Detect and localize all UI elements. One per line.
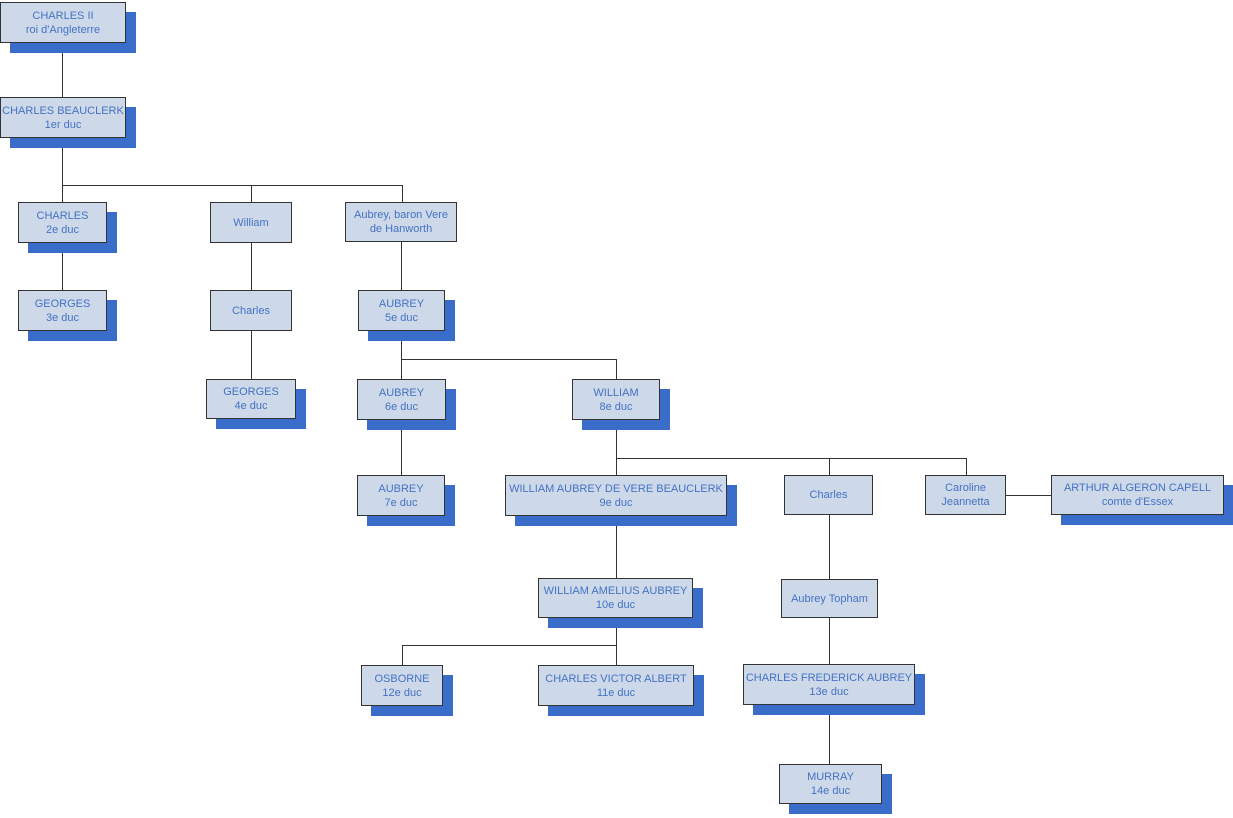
- connector-line: [616, 359, 617, 379]
- person-name: GEORGES: [34, 297, 91, 310]
- connector-line: [402, 185, 403, 202]
- person-node-charles-fils-william: Charles: [210, 290, 292, 331]
- person-name: CHARLES VICTOR ALBERT: [545, 672, 687, 685]
- person-name: AUBREY: [378, 386, 425, 399]
- person-name: CHARLES BEAUCLERK: [2, 104, 124, 117]
- connector-line: [401, 331, 402, 379]
- connector-line: [62, 43, 63, 97]
- person-title: 8e duc: [599, 400, 633, 413]
- person-title: comte d'Essex: [1101, 496, 1174, 508]
- person-name: OSBORNE: [374, 672, 430, 685]
- connector-line: [401, 359, 616, 360]
- person-title: 5e duc: [384, 311, 419, 324]
- person-name: Charles: [232, 304, 270, 317]
- person-title: 4e duc: [234, 400, 268, 412]
- person-node-william-amelius-10e: WILLIAM AMELIUS AUBREY 10e duc: [538, 578, 693, 618]
- person-name: MURRAY: [807, 771, 854, 783]
- person-name: AUBREY: [378, 482, 424, 495]
- connector-line: [402, 645, 403, 665]
- person-title: 7e duc: [384, 496, 418, 509]
- person-node-aubrey-topham: Aubrey Topham: [781, 579, 878, 618]
- person-name: WILLIAM: [593, 386, 639, 399]
- person-title: 2e duc: [45, 223, 80, 236]
- person-title: roi d'Angleterre: [25, 23, 101, 36]
- connector-line: [829, 618, 830, 664]
- connector-line: [62, 185, 402, 186]
- connector-line: [401, 242, 402, 290]
- person-name: Charles: [809, 489, 848, 501]
- connector-line: [616, 420, 617, 475]
- person-title: 10e duc: [595, 599, 636, 611]
- connector-line: [829, 458, 830, 475]
- connector-line: [966, 458, 967, 475]
- connector-line: [829, 705, 830, 764]
- person-node-georges-4e: GEORGES 4e duc: [206, 379, 296, 419]
- person-title: 6e duc: [384, 400, 419, 413]
- person-title: 12e duc: [382, 686, 422, 699]
- person-name: Caroline: [945, 482, 986, 494]
- person-name: WILLIAM AMELIUS AUBREY: [543, 585, 688, 597]
- person-node-arthur-algeron-capell: ARTHUR ALGERON CAPELL comte d'Essex: [1051, 475, 1224, 515]
- connector-line: [251, 331, 252, 379]
- person-title: 3e duc: [45, 311, 80, 324]
- connector-line: [616, 458, 966, 459]
- connector-line: [251, 243, 252, 290]
- person-name: ARTHUR ALGERON CAPELL: [1063, 482, 1212, 494]
- person-name: William: [233, 216, 269, 229]
- connector-line: [616, 618, 617, 665]
- connector-line: [1006, 495, 1051, 496]
- person-title: 14e duc: [810, 785, 851, 797]
- person-title: 1er duc: [44, 118, 82, 131]
- person-name: CHARLES: [36, 209, 89, 222]
- person-node-charles-fils-8e: Charles: [784, 475, 873, 515]
- person-name: Aubrey, baron Vere: [354, 209, 448, 221]
- person-title: 11e duc: [596, 686, 636, 699]
- connector-line: [401, 420, 402, 475]
- person-node-aubrey-baron-vere: Aubrey, baron Vere de Hanworth: [345, 202, 457, 242]
- connector-line: [402, 645, 616, 646]
- person-title: Jeannetta: [941, 496, 990, 508]
- person-node-william: William: [210, 202, 292, 243]
- connector-line: [251, 185, 252, 202]
- person-name: CHARLES II: [32, 9, 94, 22]
- person-name: CHARLES FREDERICK AUBREY: [745, 671, 913, 684]
- person-name: GEORGES: [223, 386, 279, 398]
- person-title: de Hanworth: [369, 223, 433, 235]
- connector-line: [829, 515, 830, 579]
- person-name: AUBREY: [378, 297, 425, 310]
- person-title: 9e duc: [599, 496, 633, 509]
- person-node-murray-14e: MURRAY 14e duc: [779, 764, 882, 804]
- connector-line: [62, 243, 63, 290]
- person-title: 13e duc: [809, 685, 849, 698]
- connector-line: [62, 138, 63, 202]
- connector-line: [616, 516, 617, 578]
- person-name: Aubrey Topham: [791, 592, 868, 605]
- person-name: WILLIAM AUBREY DE VERE BEAUCLERK: [509, 482, 723, 495]
